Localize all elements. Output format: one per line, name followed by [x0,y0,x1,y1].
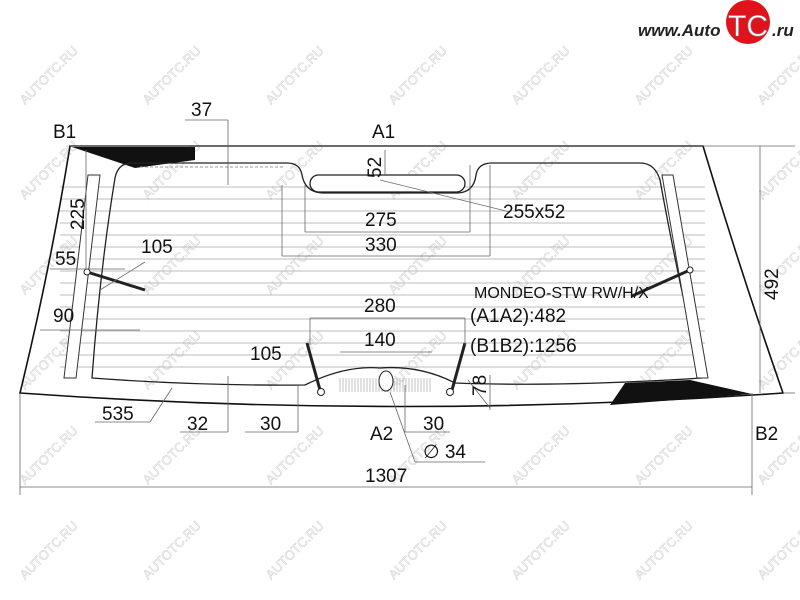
watermark-text: AUTOTC.RU [263,43,327,107]
point-b2: B2 [755,424,778,445]
dim-225: 225 [68,198,89,230]
autotc-logo: www.Auto TC .ru [638,0,794,44]
watermark-text: AUTOTC.RU [140,43,204,107]
logo-suffix: .ru [772,21,794,40]
width-b1b2: (B1B2):1256 [470,336,577,357]
dim-90: 90 [53,306,74,327]
logo-mark: TC [728,10,768,43]
watermark-text: AUTOTC.RU [17,138,81,202]
watermark-text: AUTOTC.RU [755,43,800,107]
height-a1a2: (A1A2):482 [470,306,566,327]
watermark-text: AUTOTC.RU [17,43,81,107]
point-a1: A1 [372,122,395,143]
watermark-text: AUTOTC.RU [509,423,573,487]
dim-32: 32 [187,414,208,435]
dim-diameter-34: ∅ 34 [423,442,466,463]
dim-492: 492 [762,268,783,300]
watermark-text: AUTOTC.RU [263,518,327,582]
watermark-text: AUTOTC.RU [386,518,450,582]
watermark-text: AUTOTC.RU [755,138,800,202]
watermark-text: AUTOTC.RU [17,423,81,487]
watermark-text: AUTOTC.RU [755,518,800,582]
wipers [86,268,691,391]
watermark-text: AUTOTC.RU [263,233,327,297]
frit-bottom-right [610,380,752,405]
dim-37: 37 [191,100,212,121]
left-strip [63,174,101,379]
model-name: MONDEO-STW RW/H/X [474,285,649,302]
watermark-text: AUTOTC.RU [140,518,204,582]
watermark-layer: AUTOTC.RU AUTOTC.RU AUTOTC.RU AUTOTC.RU AUTO… [16,43,800,583]
watermark-text: AUTOTC.RU [17,518,81,582]
dim-255x52: 255x52 [503,202,565,223]
brake-light-slot [309,174,466,193]
watermark-text: AUTOTC.RU [632,423,696,487]
dim-105-left: 105 [141,237,173,258]
watermark-text: AUTOTC.RU [509,138,573,202]
camera-hole [378,370,394,392]
dim-1307: 1307 [365,466,407,487]
watermark-text: AUTOTC.RU [386,43,450,107]
glass-outline [18,145,785,408]
dim-535: 535 [102,404,134,425]
heating-lines [60,186,705,368]
dim-52: 52 [365,157,386,178]
point-b1: B1 [53,122,76,143]
watermark-text: AUTOTC.RU [632,518,696,582]
wiper-pivots [83,266,694,396]
logo-circle [726,0,770,44]
dim-30-left: 30 [260,414,281,435]
right-strip [661,174,709,379]
dim-280: 280 [364,296,396,317]
watermark-text: AUTOTC.RU [509,43,573,107]
wiper-right [631,268,691,298]
wiper-bottom-right [450,342,467,391]
wiper-left [86,270,146,292]
dim-30-right: 30 [423,414,444,435]
dim-140: 140 [364,330,396,351]
logo-prefix: www.Auto [638,21,720,40]
watermark-text: AUTOTC.RU [509,518,573,582]
dim-78: 78 [470,375,491,396]
watermark-text: AUTOTC.RU [632,138,696,202]
dim-55: 55 [55,249,76,270]
watermark-text: AUTOTC.RU [755,328,800,392]
dim-105-bottom: 105 [250,344,282,365]
hatch-area [339,378,431,392]
dim-330: 330 [365,235,397,256]
heated-area-outline [91,162,703,386]
wiper-bottom-left [305,342,322,391]
dimension-lines [19,119,795,495]
watermark-text: AUTOTC.RU [632,43,696,107]
point-a2: A2 [370,424,393,445]
dim-275: 275 [365,210,397,231]
